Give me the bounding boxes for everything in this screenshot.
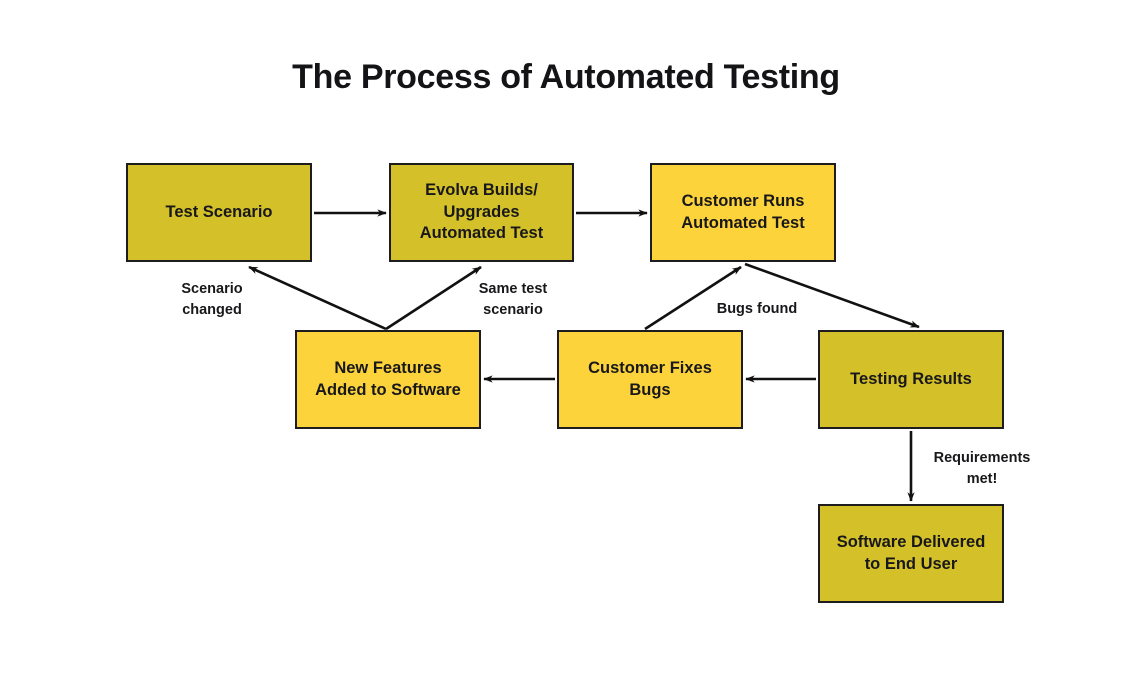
arrow-fixes-to-customer-runs [644,265,742,331]
edge-label-same-test-scenario: Same test scenario [478,281,548,318]
node-evolva-builds[interactable]: Evolva Builds/ Upgrades Automated Test [389,163,574,262]
node-customer-runs-test[interactable]: Customer Runs Automated Test [650,163,836,262]
edge-label-bugs-found: Bugs found [716,301,798,317]
node-test-scenario[interactable]: Test Scenario [126,163,312,262]
node-testing-results[interactable]: Testing Results [818,330,1004,429]
page-title: The Process of Automated Testing [292,58,840,96]
node-new-features[interactable]: New Features Added to Software [295,330,481,429]
edge-label-requirements-met: Requirements met! [933,450,1031,487]
node-software-delivered[interactable]: Software Delivered to End User [818,504,1004,603]
node-customer-fixes-bugs[interactable]: Customer Fixes Bugs [557,330,743,429]
edge-label-scenario-changed: Scenario changed [181,281,243,318]
